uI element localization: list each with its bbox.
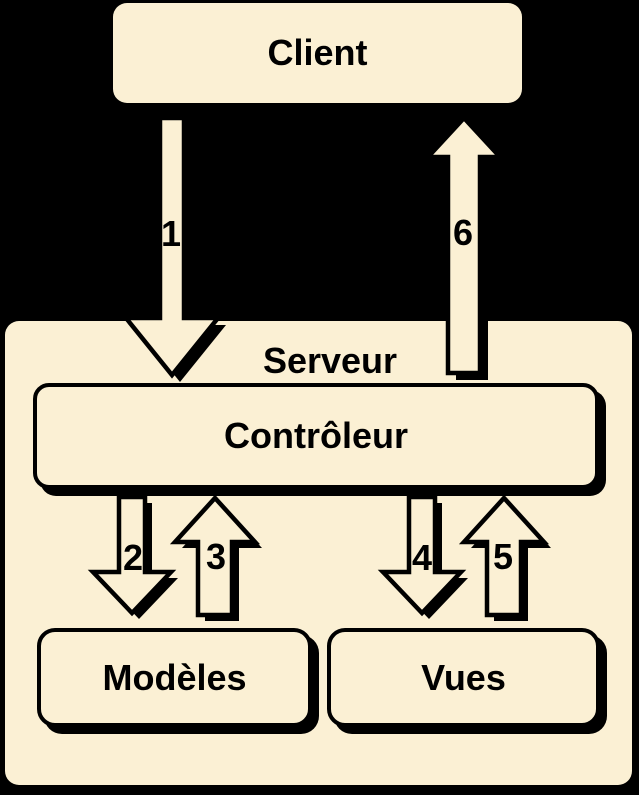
vues-box: Vues [327,628,600,727]
arrow-6-number: 6 [452,212,474,253]
controleur-box: Contrôleur [33,383,599,489]
arrow-6-up-icon [422,114,508,380]
arrow-4-number: 4 [411,537,433,578]
arrow-3-up-icon [169,494,262,621]
arrow-2-down-icon [87,494,178,619]
serveur-label: Serveur [262,340,398,381]
arrow-5-up-icon [458,494,551,621]
modeles-label: Modèles [102,656,247,698]
controleur-label: Contrôleur [224,415,408,456]
arrow-1-down-icon [121,115,226,382]
vues-label: Vues [421,656,506,698]
arrow-5-number: 5 [492,536,514,577]
arrow-1-number: 1 [160,213,182,254]
modeles-box: Modèles [37,628,312,727]
arrow-3-number: 3 [205,536,227,577]
arrow-4-down-icon [377,494,468,619]
client-box: Client [113,3,522,103]
client-label: Client [267,32,368,73]
arrow-2-number: 2 [122,537,144,578]
